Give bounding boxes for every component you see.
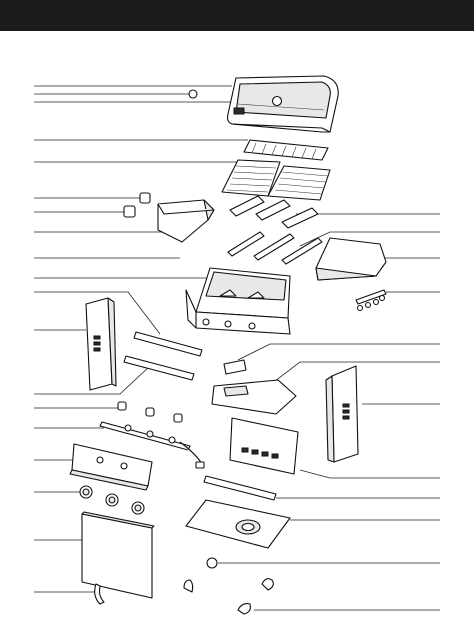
lid-stop-icon bbox=[123, 205, 136, 218]
grill-lid bbox=[226, 75, 339, 133]
caster-2-icon bbox=[261, 578, 274, 591]
gas-manifold bbox=[99, 421, 205, 469]
right-leader-lines bbox=[218, 213, 440, 611]
front-cross-brace bbox=[203, 475, 277, 501]
right-side-panel bbox=[325, 365, 359, 463]
control-knobs bbox=[79, 485, 145, 515]
burner-tube-1 bbox=[227, 231, 265, 257]
cooking-grate-right bbox=[267, 165, 331, 201]
burner-tube-3 bbox=[281, 237, 323, 265]
lid-thermometer-icon bbox=[271, 95, 283, 107]
brand-badge-icon bbox=[233, 107, 245, 115]
thermometer-bezel-icon bbox=[188, 89, 198, 99]
caster-3-icon bbox=[237, 603, 251, 615]
cabinet-door bbox=[81, 511, 155, 599]
left-leader-lines bbox=[34, 85, 270, 593]
left-side-panel bbox=[85, 297, 117, 391]
side-heat-shield bbox=[157, 199, 215, 243]
valve-1 bbox=[117, 401, 127, 411]
bottom-shelf bbox=[185, 499, 291, 549]
burner-tube-2 bbox=[253, 233, 295, 261]
flame-tamer-3 bbox=[281, 207, 319, 229]
firebox bbox=[185, 267, 291, 335]
casters bbox=[183, 557, 274, 615]
leader-line-left-11 bbox=[34, 291, 161, 335]
leader-line-left-13 bbox=[34, 365, 151, 395]
header-bar bbox=[0, 0, 474, 31]
flame-tamers bbox=[229, 195, 319, 229]
catch-pan-holder bbox=[223, 359, 247, 375]
valve-2 bbox=[145, 407, 155, 417]
foot-1-icon bbox=[183, 579, 194, 593]
tool-hooks bbox=[355, 289, 387, 312]
warming-rack bbox=[243, 139, 329, 161]
side-burner-cover bbox=[315, 237, 387, 281]
rear-panel bbox=[229, 417, 299, 475]
door-handle-icon bbox=[94, 583, 105, 605]
control-panel bbox=[69, 443, 153, 491]
leader-line-right-2 bbox=[299, 231, 440, 247]
caster-wheel-1-icon bbox=[206, 557, 218, 569]
cross-brace-upper bbox=[133, 331, 203, 357]
flame-tamer-1 bbox=[229, 195, 265, 217]
valve-3 bbox=[173, 413, 183, 423]
leader-line-right-8 bbox=[299, 469, 440, 479]
grease-tray bbox=[211, 379, 297, 415]
valve-stems bbox=[117, 401, 183, 423]
cross-brace-lower bbox=[123, 355, 195, 381]
exploded-parts-diagram bbox=[0, 31, 474, 633]
burner-tubes bbox=[227, 231, 323, 265]
lid-bumper-icon bbox=[139, 192, 151, 204]
leader-line-right-5 bbox=[237, 343, 440, 361]
flame-tamer-2 bbox=[255, 199, 291, 221]
